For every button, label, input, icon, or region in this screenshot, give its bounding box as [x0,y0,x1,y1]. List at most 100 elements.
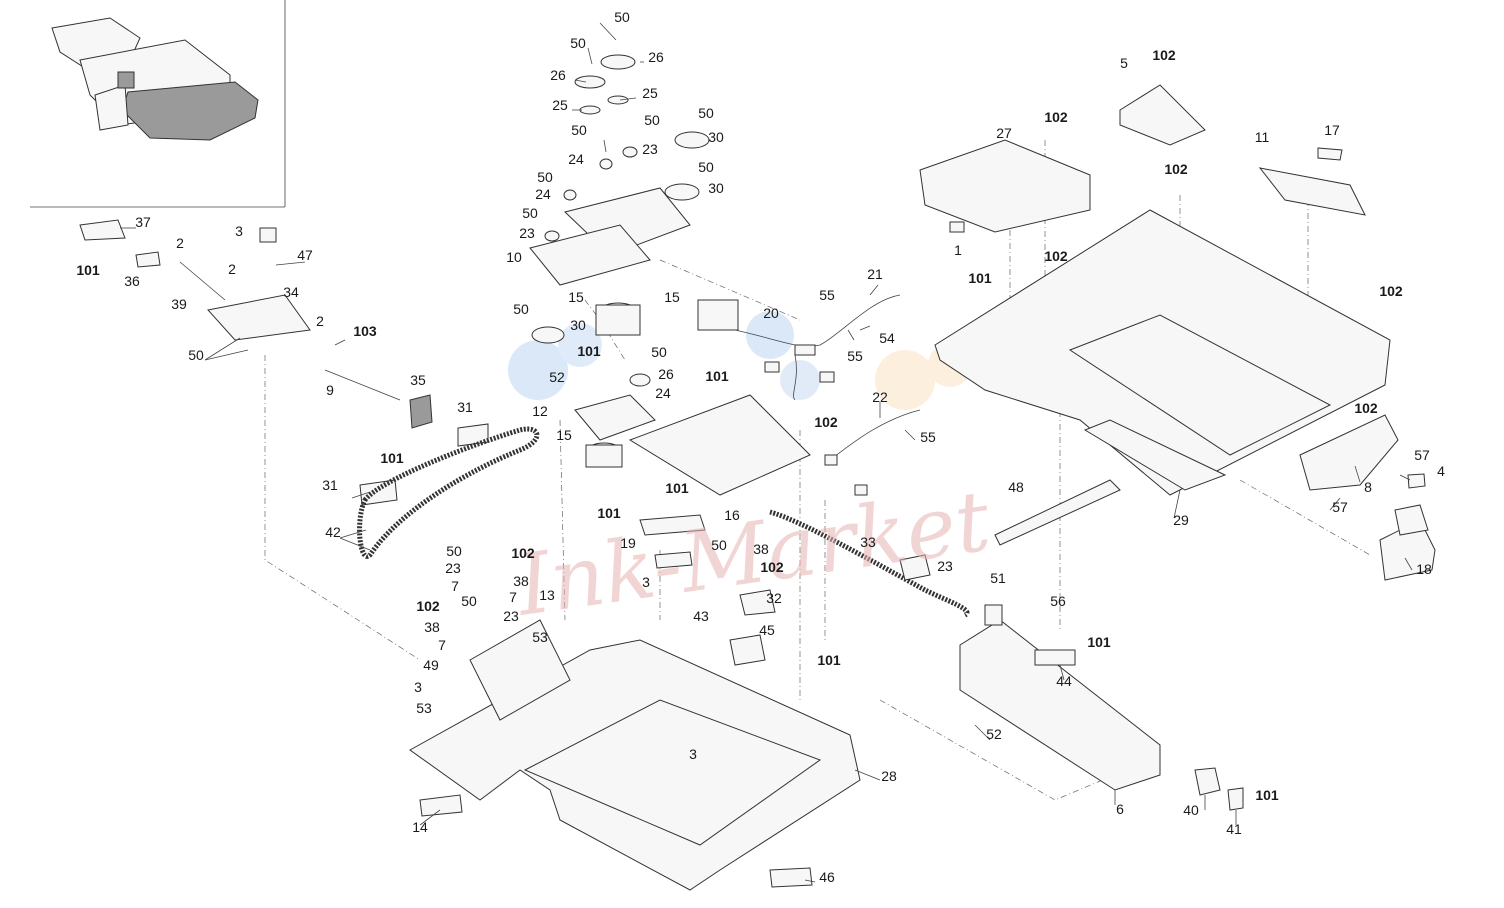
part-number-label: 101 [597,505,621,521]
part-number-label: 45 [759,622,775,638]
part-number-label: 27 [996,125,1012,141]
part-number-label: 24 [655,385,671,401]
part-number-label: 31 [322,477,338,493]
part-number-label: 101 [76,262,100,278]
part-number-label: 28 [881,768,897,784]
inset-frame [30,0,286,208]
part-number-label: 50 [571,122,587,138]
part-number-label: 35 [410,372,426,388]
part-number-label: 50 [461,593,477,609]
part-number-label: 53 [416,700,432,716]
leader-lines [120,22,1413,883]
part-number-label: 25 [642,85,658,101]
part-number-label: 23 [503,608,519,624]
part-number-label: 50 [651,344,667,360]
part-number-label: 31 [457,399,473,415]
part-number-label: 102 [1152,47,1176,63]
part-number-label: 47 [297,247,313,263]
part-number-label: 10 [506,249,522,265]
part-number-label: 48 [1008,479,1024,495]
part-number-label: 101 [577,343,601,359]
part-number-label: 103 [353,323,377,339]
part-number-label: 102 [1044,248,1068,264]
part-number-label: 39 [171,296,187,312]
part-number-label: 3 [414,679,422,695]
part-number-label: 23 [519,225,535,241]
part-number-label: 7 [509,589,517,605]
part-number-label: 33 [860,534,876,550]
part-number-label: 46 [819,869,835,885]
part-number-label: 44 [1056,673,1072,689]
part-number-label: 101 [665,480,689,496]
watermark-dot [746,311,794,359]
part-number-label: 15 [664,289,680,305]
part-number-label: 32 [766,590,782,606]
part-number-label: 30 [708,129,724,145]
part-number-label: 22 [872,389,888,405]
part-number-label: 37 [135,214,151,230]
part-number-label: 38 [513,573,529,589]
part-number-label: 40 [1183,802,1199,818]
part-number-label: 3 [689,746,697,762]
motors [585,299,739,468]
part-number-label: 34 [283,284,299,300]
part-number-label: 50 [711,537,727,553]
part-number-label: 50 [537,169,553,185]
part-number-label: 3 [642,574,650,590]
part-number-label: 50 [698,105,714,121]
part-number-label: 55 [819,287,835,303]
part-number-label: 4 [1437,463,1445,479]
part-number-label: 57 [1332,499,1348,515]
part-number-label: 2 [316,313,324,329]
part-number-label: 18 [1416,561,1432,577]
part-number-label: 11 [1255,129,1270,145]
cable-harnesses [734,294,921,496]
watermark-dot [558,323,602,367]
watermark-dot [875,350,935,410]
part-number-label: 51 [990,570,1006,586]
part-number-label: 2 [228,261,236,277]
scanner-assembly-thumbnail-icon [51,17,259,141]
part-number-label: 36 [124,273,140,289]
part-number-label: 23 [445,560,461,576]
part-number-label: 50 [522,205,538,221]
part-number-label: 30 [708,180,724,196]
part-number-label: 26 [648,49,664,65]
part-number-label: 50 [570,35,586,51]
top-cover-frame [919,84,1436,581]
part-number-label: 57 [1414,447,1430,463]
side-frame [899,554,1244,811]
part-number-label: 16 [724,507,740,523]
part-number-label: 3 [235,223,243,239]
part-number-label: 54 [879,330,895,346]
part-number-label: 101 [1087,634,1111,650]
sensor-plate-and-pcb [574,373,811,496]
part-number-label: 12 [532,403,548,419]
part-number-label: 102 [814,414,838,430]
part-number-label: 50 [698,159,714,175]
roller-gear-stack [529,54,710,344]
part-number-label: 29 [1173,512,1189,528]
part-number-label: 101 [1255,787,1279,803]
part-number-label: 15 [568,289,584,305]
part-number-label: 2 [176,235,184,251]
part-number-label: 50 [513,301,529,317]
part-number-label: 50 [644,112,660,128]
part-number-label: 13 [539,587,555,603]
part-number-label: 102 [1354,400,1378,416]
part-number-label: 42 [325,524,341,540]
part-number-label: 101 [817,652,841,668]
part-number-label: 50 [446,543,462,559]
part-number-label: 19 [620,535,636,551]
part-number-label: 20 [763,305,779,321]
part-number-label: 55 [920,429,936,445]
part-number-label: 52 [549,369,565,385]
part-number-label: 43 [693,608,709,624]
part-number-label: 9 [326,382,334,398]
part-number-label: 101 [705,368,729,384]
part-number-label: 101 [968,270,992,286]
part-number-label: 7 [451,578,459,594]
part-number-label: 24 [535,186,551,202]
